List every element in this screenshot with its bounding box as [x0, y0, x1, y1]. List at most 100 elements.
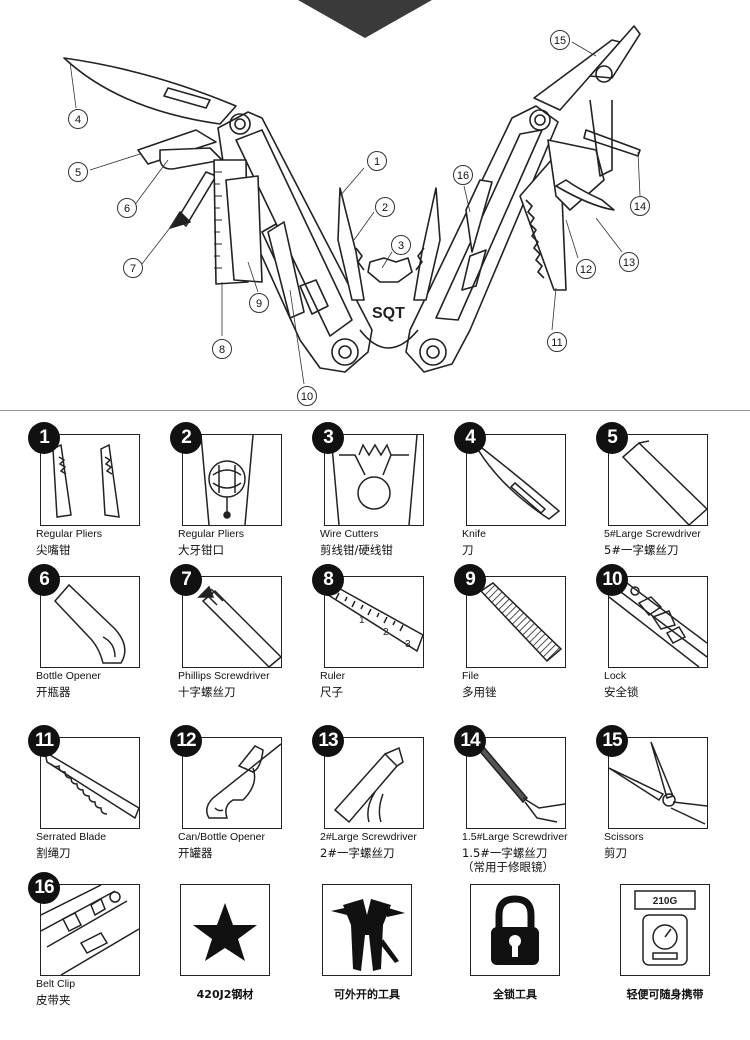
lock-tab [267, 221, 305, 319]
callout-16: 16 [457, 170, 469, 182]
tool-card-9: 9 File 多用锉 [454, 564, 614, 726]
callout-10: 10 [301, 391, 313, 403]
top-notch [298, 0, 432, 38]
callout-15: 15 [554, 35, 566, 47]
tool-label-en: Lock [604, 670, 627, 682]
large-screwdriver-icon [324, 737, 424, 829]
tool-label-zh: 尺子 [320, 685, 343, 699]
plier-jaw-left [337, 187, 365, 301]
callout-5: 5 [75, 167, 81, 179]
file-tool [225, 175, 263, 283]
screwdriver-5 [137, 129, 217, 165]
tool-label-en: Scissors [604, 831, 644, 843]
tool-label-zh: 尖嘴钳 [36, 543, 71, 557]
feature-external-open: 可外开的工具 [322, 884, 412, 1034]
needle-nose-pliers-icon [40, 434, 140, 526]
small-screwdriver-icon [466, 737, 566, 829]
tool-label-en: Belt Clip [36, 978, 76, 990]
tool-label-en: Serrated Blade [36, 831, 107, 843]
tool-label-en: Can/Bottle Opener [178, 831, 265, 843]
tool-number-badge: 3 [312, 422, 344, 454]
tool-number-badge: 8 [312, 564, 344, 596]
pliers-jaw-icon [182, 434, 282, 526]
tool-number-badge: 9 [454, 564, 486, 596]
tool-number-badge: 13 [312, 725, 344, 757]
can-opener-icon [182, 737, 282, 829]
tool-label-en: 1.5#Large Screwdriver [462, 831, 568, 843]
scale-icon: 210G [620, 884, 710, 976]
scale-reading: 210G [653, 896, 678, 907]
tool-number-badge: 4 [454, 422, 486, 454]
flat-screwdriver-icon [608, 434, 708, 526]
tool-label-zh: 1.5#一字螺丝刀 [462, 846, 548, 860]
callout-13: 13 [623, 257, 635, 269]
tool-number-badge: 15 [596, 725, 628, 757]
tool-card-1: 1 Regular Pliers 尖嘴钳 [28, 422, 188, 584]
lock-mechanism-icon [608, 576, 708, 668]
belt-clip-icon [40, 884, 140, 976]
tool-label-en: Regular Pliers [36, 528, 102, 540]
tool-number-badge: 12 [170, 725, 202, 757]
tool-label-zh-note: （常用于修眼镜） [462, 860, 554, 874]
callout-8: 8 [219, 344, 225, 356]
tool-label-zh: 十字螺丝刀 [178, 685, 236, 699]
bottle-opener-tool [159, 147, 223, 170]
tool-card-8: 8 1 2 3 Ruler 尺子 [312, 564, 472, 726]
tool-label-en: Regular Pliers [178, 528, 244, 540]
tool-number-badge: 1 [28, 422, 60, 454]
tool-label-en: Phillips Screwdriver [178, 670, 270, 682]
feature-caption: 可外开的工具 [334, 988, 400, 1001]
tool-number-badge: 10 [596, 564, 628, 596]
section-divider [0, 410, 750, 411]
feature-locking: 全锁工具 [470, 884, 560, 1034]
tool-label-zh: 皮带夹 [36, 993, 71, 1007]
tool-label-en: 5#Large Screwdriver [604, 528, 701, 540]
wire-cutter-icon [324, 434, 424, 526]
tool-number-badge: 2 [170, 422, 202, 454]
tool-label-zh: 安全锁 [604, 685, 639, 699]
tool-card-4: 4 Knife 刀 [454, 422, 614, 584]
callout-7: 7 [130, 263, 136, 275]
knife-icon [466, 434, 566, 526]
tool-card-3: 3 Wire Cutters 剪线钳/硬线钳 [312, 422, 472, 584]
feature-caption: 轻便可随身携带 [626, 988, 704, 1001]
screwdriver-13 [555, 179, 615, 211]
tool-label-zh: 2#一字螺丝刀 [320, 846, 395, 860]
feature-steel: 420J2钢材 [180, 884, 270, 1034]
tool-label-zh: 割绳刀 [36, 846, 71, 860]
tool-card-15: 15 Scissors 剪刀 [596, 725, 750, 887]
plier-jaw-right [413, 187, 441, 301]
tool-label-zh: 5#一字螺丝刀 [604, 543, 679, 557]
tool-label-zh: 剪刀 [604, 846, 627, 860]
bottle-opener-icon [40, 576, 140, 668]
tool-label-en: Bottle Opener [36, 670, 101, 682]
padlock-icon [470, 884, 560, 976]
knife-blade [63, 57, 237, 125]
tool-card-11: 11 Serrated Blade 割绳刀 [28, 725, 188, 887]
tool-card-13: 13 2#Large Screwdriver 2#一字螺丝刀 [312, 725, 472, 887]
tool-number-badge: 16 [28, 872, 60, 904]
callout-14: 14 [634, 201, 646, 213]
brand-logo: SQT [372, 305, 405, 322]
callout-4: 4 [75, 114, 81, 126]
tool-card-12: 12 Can/Bottle Opener 开罐器 [170, 725, 330, 887]
tool-number-badge: 7 [170, 564, 202, 596]
tool-number-badge: 14 [454, 725, 486, 757]
tool-card-5: 5 5#Large Screwdriver 5#一字螺丝刀 [596, 422, 750, 584]
wire-cutter [367, 257, 413, 283]
scissors-icon [608, 737, 708, 829]
tool-label-zh: 开罐器 [178, 846, 213, 860]
file-icon [466, 576, 566, 668]
tool-card-2: 2 Regular Pliers 大牙钳口 [170, 422, 330, 584]
tool-card-6: 6 Bottle Opener 开瓶器 [28, 564, 188, 726]
ruler-tick-label: 2 [383, 627, 389, 638]
feature-caption: 全锁工具 [493, 988, 537, 1001]
feature-caption: 420J2钢材 [196, 988, 254, 1001]
ruler-tick-label: 3 [405, 639, 411, 650]
phillips-screwdriver-icon [182, 576, 282, 668]
tool-label-en: Knife [462, 528, 486, 540]
tool-label-en: Wire Cutters [320, 528, 379, 540]
tool-label-en: 2#Large Screwdriver [320, 831, 417, 843]
callout-3: 3 [398, 240, 404, 252]
tool-label-en: File [462, 670, 479, 682]
